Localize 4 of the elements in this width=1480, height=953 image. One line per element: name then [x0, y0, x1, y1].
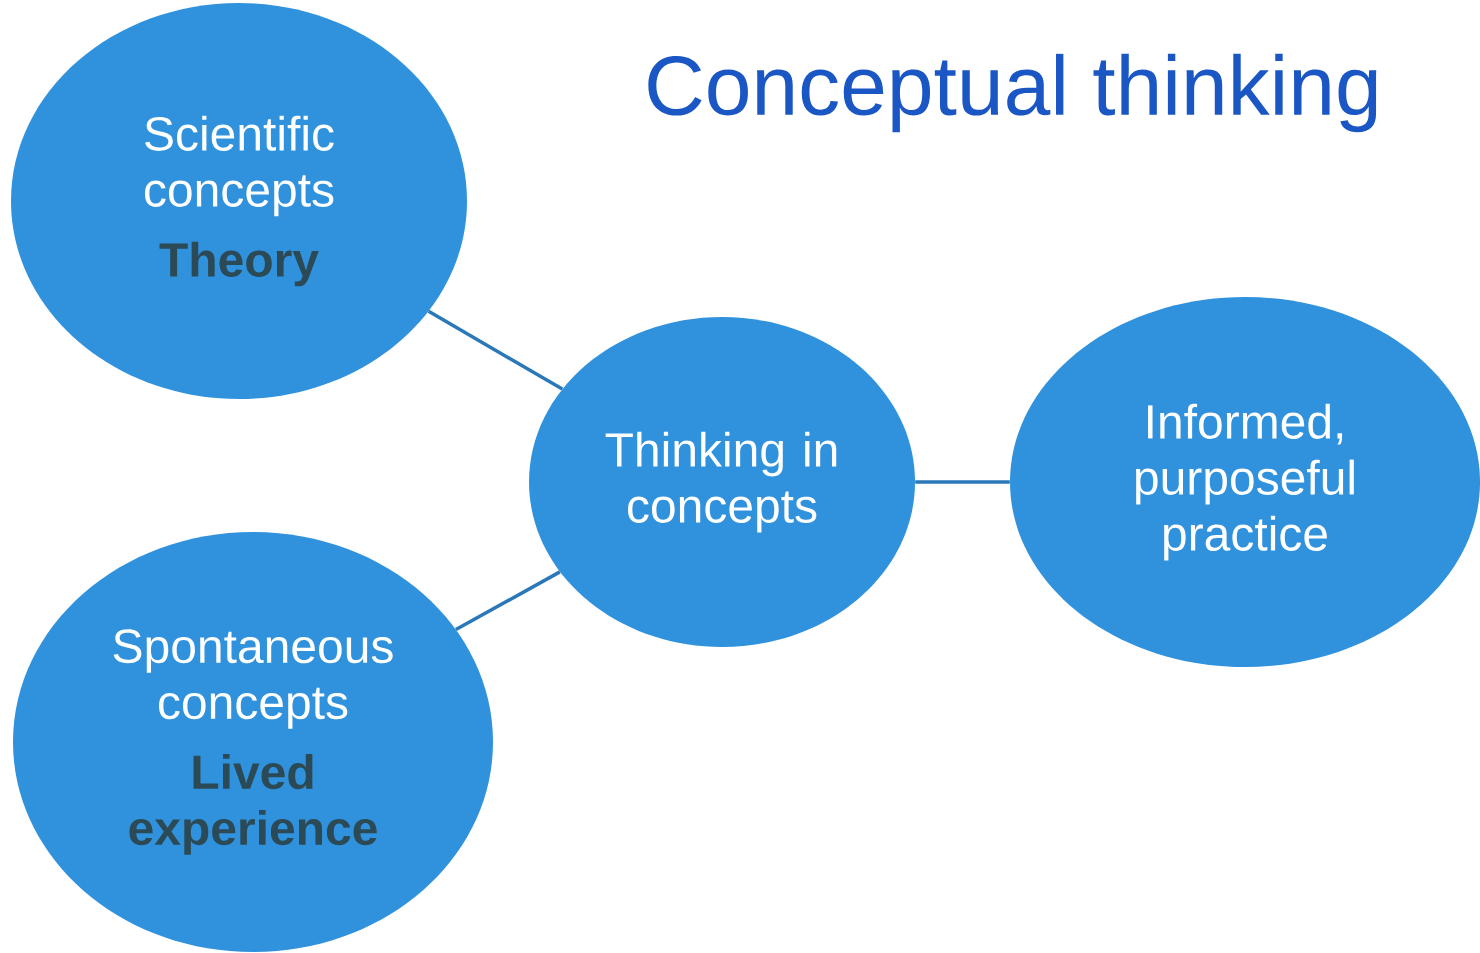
connector-line: [455, 570, 561, 632]
connector-line: [427, 309, 564, 391]
title: Conceptual thinking: [648, 53, 1377, 133]
connector-line: [915, 480, 1010, 484]
